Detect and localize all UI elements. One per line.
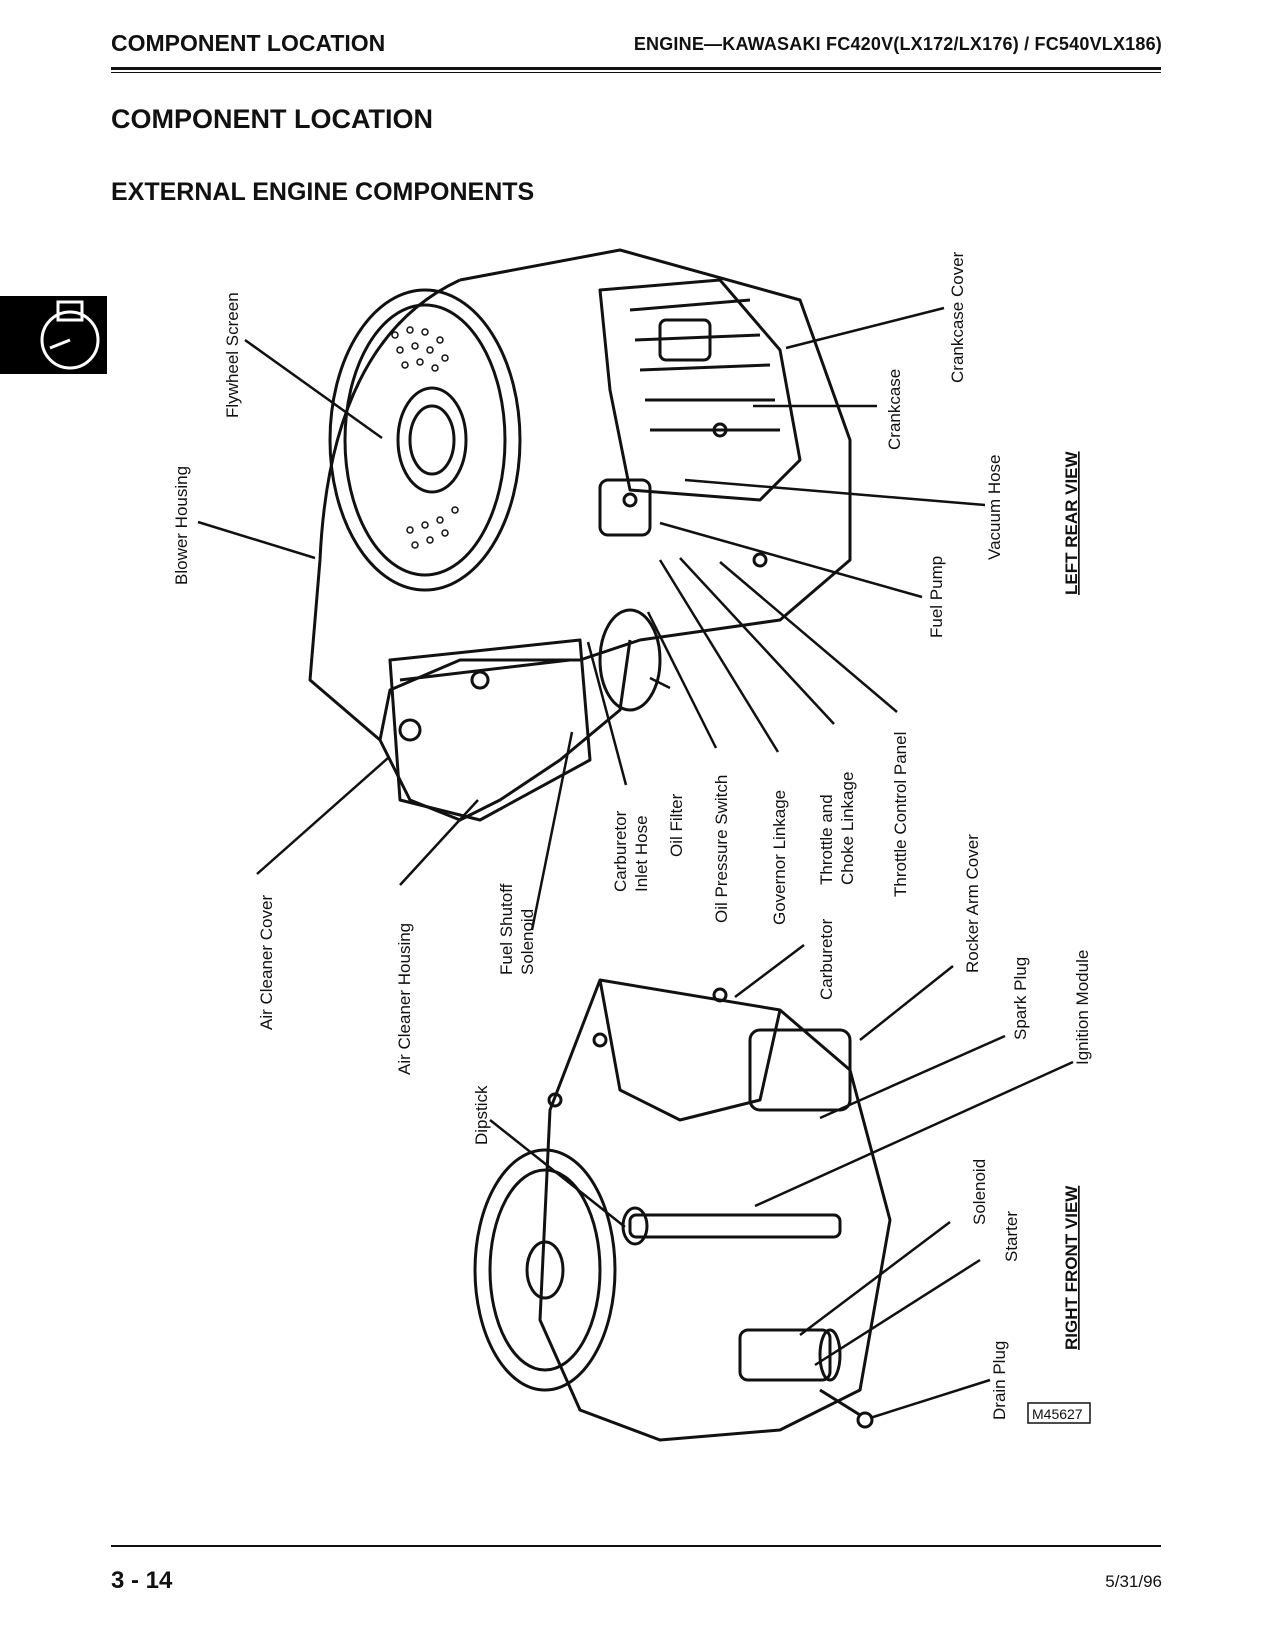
- header-rule-thin: [111, 72, 1161, 73]
- revision-date: 5/31/96: [1105, 1572, 1162, 1591]
- label-vacuum-hose: Vacuum Hose: [985, 454, 1004, 560]
- label-blower-housing: Blower Housing: [172, 466, 191, 585]
- label-fuel-shutoff-1: Fuel Shutoff: [497, 883, 516, 975]
- figure-id: M45627: [1032, 1406, 1083, 1422]
- page-title: COMPONENT LOCATION: [111, 104, 433, 134]
- label-flywheel-screen: Flywheel Screen: [223, 292, 242, 418]
- label-carburetor-inlet-1: Carburetor: [611, 810, 630, 892]
- label-air-cleaner-cover: Air Cleaner Cover: [257, 895, 276, 1030]
- label-air-cleaner-housing: Air Cleaner Housing: [395, 923, 414, 1075]
- label-choke-linkage: Choke Linkage: [838, 772, 857, 885]
- engine-drawing: Flywheel Screen Blower Housing Crankcase…: [172, 248, 1092, 1442]
- label-crankcase: Crankcase: [885, 369, 904, 450]
- page-number: 3 - 14: [111, 1567, 173, 1594]
- label-governor-linkage: Governor Linkage: [770, 790, 789, 925]
- page-subtitle: EXTERNAL ENGINE COMPONENTS: [111, 178, 535, 206]
- figure-id-box: [1027, 1402, 1091, 1424]
- label-carburetor-inlet-2: Inlet Hose: [632, 815, 651, 892]
- label-drain-plug: Drain Plug: [990, 1341, 1009, 1420]
- label-carburetor: Carburetor: [817, 918, 836, 1000]
- label-crankcase-cover: Crankcase Cover: [948, 251, 967, 383]
- right-front-engine-illustration: [473, 978, 892, 1442]
- label-solenoid: Solenoid: [970, 1159, 989, 1225]
- label-fuel-shutoff-2: Solenoid: [518, 909, 537, 975]
- label-throttle-and: Throttle and: [817, 794, 836, 885]
- leader-lines: [197, 306, 1074, 1420]
- label-throttle-control-panel: Throttle Control Panel: [891, 732, 910, 897]
- label-right-front-view: RIGHT FRONT VIEW: [1062, 1185, 1081, 1350]
- label-oil-filter: Oil Filter: [667, 793, 686, 857]
- header-section-title: COMPONENT LOCATION: [111, 30, 386, 56]
- footer-rule: [111, 1545, 1161, 1547]
- engine-section-tab: [0, 296, 107, 374]
- engine-icon: [40, 300, 100, 370]
- left-rear-engine-illustration: [308, 248, 852, 822]
- label-starter: Starter: [1002, 1211, 1021, 1262]
- header-rule: [111, 67, 1161, 70]
- label-fuel-pump: Fuel Pump: [927, 556, 946, 638]
- label-ignition-module: Ignition Module: [1073, 950, 1092, 1065]
- label-rocker-arm-cover: Rocker Arm Cover: [963, 834, 982, 973]
- header-engine-title: ENGINE—KAWASAKI FC420V(LX172/LX176) / FC…: [633, 34, 1162, 54]
- label-spark-plug: Spark Plug: [1011, 957, 1030, 1040]
- label-oil-pressure-switch: Oil Pressure Switch: [712, 775, 731, 923]
- label-dipstick: Dipstick: [472, 1085, 491, 1145]
- label-left-rear-view: LEFT REAR VIEW: [1062, 450, 1081, 595]
- engine-component-figure: Flywheel Screen Blower Housing Crankcase…: [160, 240, 1160, 1520]
